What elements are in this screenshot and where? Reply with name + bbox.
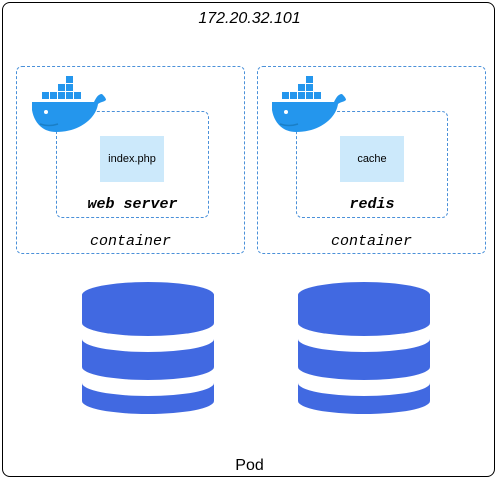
database-icon: [298, 282, 430, 414]
container-label: container: [330, 233, 412, 250]
pod-ip-address: 172.20.32.101: [198, 10, 301, 27]
redis-box: [296, 111, 448, 218]
file-label: cache: [357, 153, 387, 165]
file-index-php: index.php: [100, 136, 164, 182]
pod-label: Pod: [235, 457, 264, 474]
redis-label: redis: [349, 196, 395, 213]
container-web: [16, 66, 245, 254]
database-icon: [82, 282, 214, 414]
container-redis: [257, 66, 486, 254]
web-server-label: web server: [87, 196, 178, 213]
container-label: container: [89, 233, 171, 250]
docker-whale-icon: [272, 76, 346, 132]
file-label: index.php: [108, 153, 156, 165]
docker-whale-icon: [32, 76, 106, 132]
file-cache: cache: [340, 136, 404, 182]
web-server-box: [56, 111, 209, 218]
